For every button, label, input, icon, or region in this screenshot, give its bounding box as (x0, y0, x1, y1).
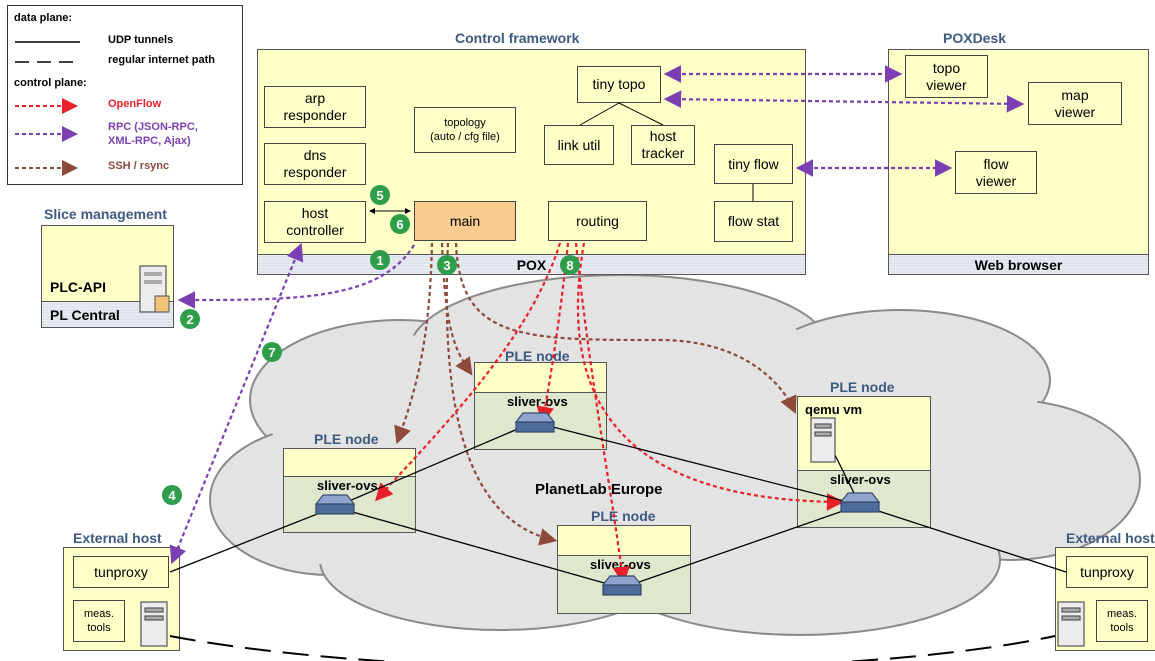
flow-stat-module[interactable]: flow stat (714, 201, 793, 242)
poxdesk-title: POXDesk (943, 30, 1007, 46)
link-util-module[interactable]: link util (544, 125, 614, 165)
control-framework-title: Control framework (455, 30, 580, 46)
legend-regular-internet: regular internet path (108, 54, 215, 66)
ple-node-bottom-top (557, 525, 691, 556)
external-host-left-title: External host (73, 530, 162, 546)
legend-rpc-line2: XML-RPC, Ajax) (108, 135, 191, 147)
legend-control-plane-title: control plane: (14, 77, 87, 89)
step-8-badge: 8 (560, 255, 580, 275)
step-6-badge: 6 (390, 214, 410, 234)
ple-node-bottom-title: PLE node (591, 508, 656, 524)
routing-module[interactable]: routing (548, 201, 647, 241)
planetlab-europe-label: PlanetLab Europe (535, 481, 663, 498)
legend: data plane: UDP tunnels regular internet… (7, 5, 243, 185)
legend-udp-tunnels: UDP tunnels (108, 34, 174, 46)
ple-node-left-ovs-label: sliver-ovs (317, 478, 378, 493)
tiny-flow-module[interactable]: tiny flow (714, 144, 793, 184)
meas-tools-right[interactable]: meas. tools (1096, 600, 1148, 642)
flow-viewer[interactable]: flow viewer (955, 151, 1037, 194)
dns-responder[interactable]: dns responder (264, 143, 366, 185)
qemu-vm-label: qemu vm (805, 402, 863, 417)
meas-tools-left[interactable]: meas. tools (73, 600, 125, 642)
tiny-topo-module[interactable]: tiny topo (577, 66, 661, 103)
main-module[interactable]: main (414, 201, 516, 241)
map-viewer[interactable]: map viewer (1028, 82, 1122, 125)
legend-rpc-line1: RPC (JSON-RPC, (108, 121, 198, 133)
ple-node-top-title: PLE node (505, 348, 570, 364)
arp-responder[interactable]: arp responder (264, 86, 366, 128)
slice-management-title: Slice management (44, 206, 167, 222)
host-tracker-module[interactable]: host tracker (631, 125, 695, 165)
step-7-badge: 7 (262, 342, 282, 362)
step-3-badge: 3 (437, 255, 457, 275)
step-1-badge: 1 (370, 250, 390, 270)
legend-openflow: OpenFlow (108, 98, 162, 110)
pox-strip: POX (257, 254, 806, 275)
step-2-badge: 2 (180, 309, 200, 329)
step-4-badge: 4 (162, 485, 182, 505)
ple-node-right-title: PLE node (830, 379, 895, 395)
external-host-right-title: External host (1066, 530, 1155, 546)
ple-node-left-top (283, 448, 416, 477)
web-browser-strip: Web browser (888, 254, 1149, 275)
tunproxy-left[interactable]: tunproxy (73, 556, 169, 588)
legend-data-plane-title: data plane: (14, 12, 73, 24)
tunproxy-right[interactable]: tunproxy (1066, 556, 1148, 588)
legend-ssh: SSH / rsync (108, 160, 170, 172)
ple-node-top-ovs-label: sliver-ovs (507, 394, 568, 409)
host-controller[interactable]: host controller (264, 201, 366, 243)
step-5-badge: 5 (370, 185, 390, 205)
plc-api-label: PLC-API (50, 279, 106, 295)
ple-node-left-title: PLE node (314, 431, 379, 447)
topology-module[interactable]: topology (auto / cfg file) (414, 107, 516, 153)
